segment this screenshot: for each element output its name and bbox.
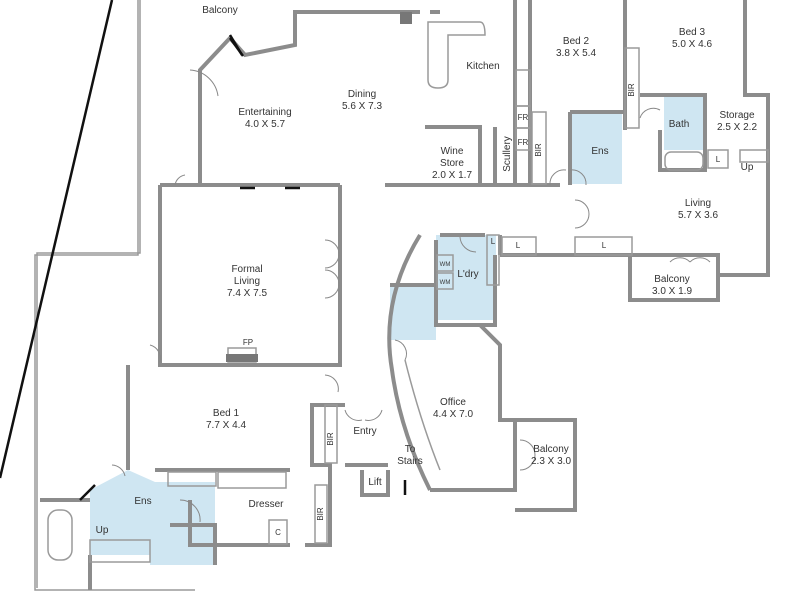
room-name: Lift (368, 477, 382, 488)
bathtub (47, 509, 73, 561)
bathtub (664, 151, 704, 171)
room-name: Balcony (533, 444, 569, 455)
washing-machine-label: WM (439, 280, 451, 286)
stairs-up-label: Up (740, 162, 754, 173)
room-name: Bath (668, 119, 690, 130)
room-name: Kitchen (466, 61, 500, 72)
room-size: 7.7 X 4.4 (205, 420, 247, 431)
room-size: 4.0 X 5.7 (244, 119, 286, 130)
fridge-label: FR (517, 113, 529, 122)
room-name: L'dry (457, 269, 479, 280)
bir-label: BIR (627, 83, 636, 97)
room-size: 2.5 X 2.2 (716, 122, 758, 133)
room-name: Dresser (248, 499, 284, 510)
room-size: 5.6 X 7.3 (341, 101, 383, 112)
wall (198, 10, 420, 185)
room-name: Balcony (654, 274, 690, 285)
room-name: Ens (591, 146, 609, 157)
linen-label: L (490, 237, 496, 246)
room-name: Storage (719, 110, 755, 121)
linen-label: L (601, 241, 607, 250)
room-name: Wine (440, 146, 464, 157)
curved-wall (387, 233, 432, 491)
stairs-label: To (404, 444, 416, 455)
linen-label: L (715, 155, 721, 164)
bath-tiles (664, 96, 706, 150)
room-name: Living (684, 198, 712, 209)
room-size: 2.0 X 1.7 (431, 170, 473, 181)
room-name: Ens (134, 496, 152, 507)
room-size: 7.4 X 7.5 (226, 288, 268, 299)
cupboard-label: C (275, 528, 281, 537)
room-size: 5.0 X 4.6 (671, 39, 713, 50)
room-name: Entertaining (238, 107, 292, 118)
room-name: Office (440, 397, 466, 408)
kitchen-island (427, 21, 486, 89)
room-size: 3.0 X 1.9 (651, 286, 693, 297)
fridge-label: FR (517, 138, 529, 147)
powder-tiles (390, 285, 436, 340)
room-name: Bed 1 (212, 408, 240, 419)
room-size: 3.8 X 5.4 (555, 48, 597, 59)
bir-label: BIR (326, 432, 335, 446)
room-name: Dining (347, 89, 377, 100)
bir-label: BIR (316, 507, 325, 521)
room-size: 4.4 X 7.0 (432, 409, 474, 420)
bir-label: BIR (534, 143, 543, 157)
room-name: Balcony (202, 5, 238, 16)
stairs-label: Stairs (397, 456, 423, 467)
room-size: 5.7 X 3.6 (677, 210, 719, 221)
room-name: Formal (231, 264, 263, 275)
laundry-tiles (436, 235, 496, 320)
fireplace-label: FP (242, 338, 254, 347)
room-size: 2.3 X 3.0 (530, 456, 572, 467)
stairs-up-label: Up (95, 525, 109, 536)
washing-machine-label: WM (439, 262, 451, 268)
room-name: Store (440, 158, 464, 169)
linen-label: L (515, 241, 521, 250)
room-name: Living (233, 276, 261, 287)
ensuite-1-tiles (90, 470, 215, 565)
room-name: Bed 2 (562, 36, 590, 47)
room-name: Entry (353, 426, 377, 437)
room-name: Bed 3 (678, 27, 706, 38)
room-name: Scullery (502, 136, 513, 172)
